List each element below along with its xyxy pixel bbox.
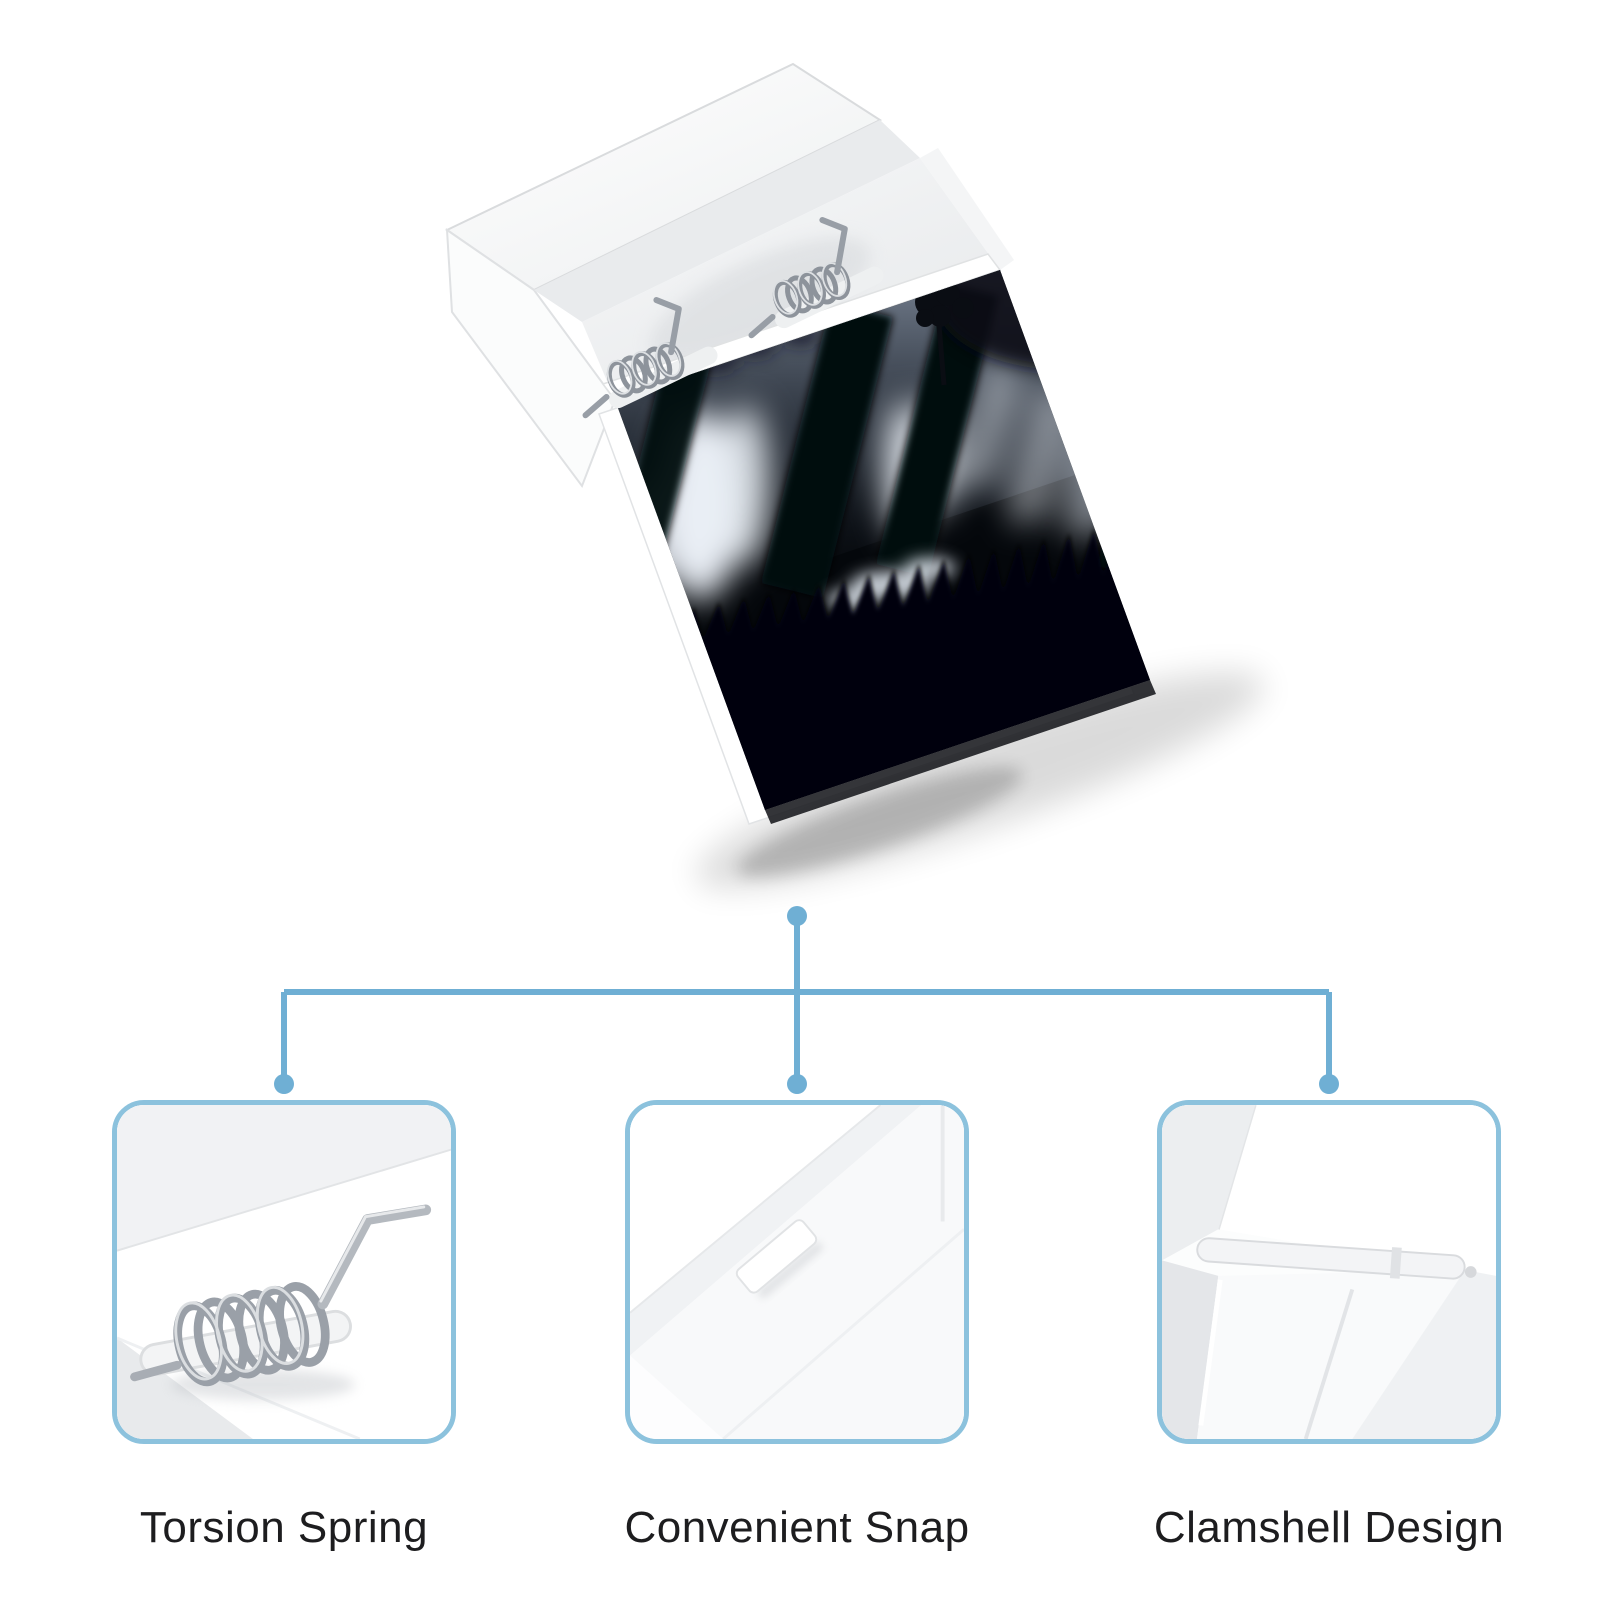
snap-tab xyxy=(735,1219,823,1298)
hinge-closeup-photo xyxy=(1162,1105,1496,1439)
feature-card-convenient-snap xyxy=(625,1100,969,1444)
small-tree-silhouette xyxy=(915,282,974,386)
feature-card-clamshell-design xyxy=(1157,1100,1501,1444)
feature-label-clamshell-design: Clamshell Design xyxy=(1153,1503,1505,1552)
box-body xyxy=(445,62,1014,489)
torsion-spring-closeup-photo xyxy=(117,1105,451,1439)
snap-closeup-photo xyxy=(630,1105,964,1439)
feature-label-torsion-spring: Torsion Spring xyxy=(139,1503,429,1552)
torsion-spring-hinge-left xyxy=(582,297,718,419)
spring-wire-arm xyxy=(317,1204,432,1310)
product-photo xyxy=(445,62,1265,888)
box-lid xyxy=(598,270,1156,825)
torsion-spring-hinge-right xyxy=(748,217,884,339)
feature-label-convenient-snap: Convenient Snap xyxy=(624,1503,970,1552)
connector-lines xyxy=(274,906,1339,1094)
hinge-pin xyxy=(1464,1266,1477,1278)
feature-card-torsion-spring xyxy=(112,1100,456,1444)
hinge-rod xyxy=(1196,1237,1466,1280)
